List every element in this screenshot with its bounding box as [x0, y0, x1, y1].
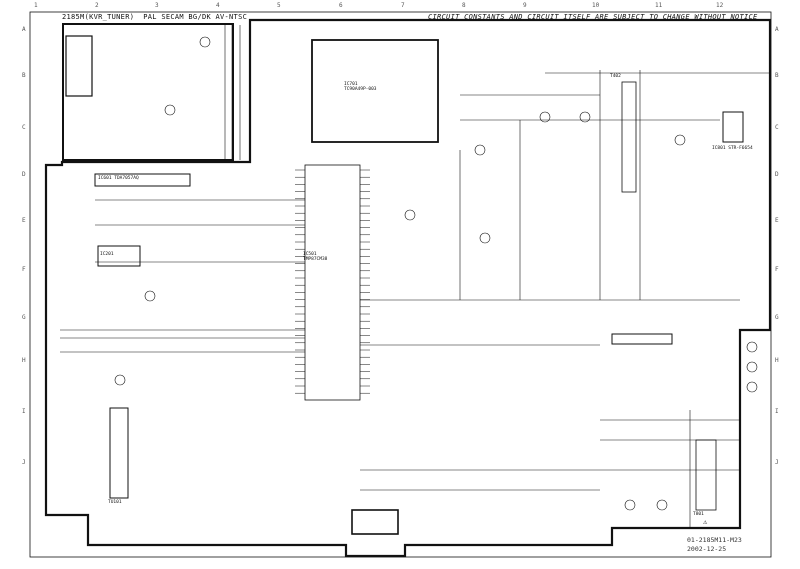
flyback-label: T402	[610, 74, 621, 79]
document-date: 2002-12-25	[687, 545, 727, 553]
grid-row-J-left: J	[22, 459, 26, 466]
grid-row-H-left: H	[22, 357, 26, 364]
grid-column-3: 3	[155, 2, 159, 9]
grid-column-7: 7	[401, 2, 405, 9]
grid-row-F-right: F	[775, 266, 779, 273]
grid-column-9: 9	[523, 2, 527, 9]
eeprom-box	[311, 39, 439, 143]
grid-row-C-right: C	[775, 124, 779, 131]
mcu-pins	[295, 169, 370, 394]
grid-row-F-left: F	[22, 266, 26, 273]
if-ic-label: IC201	[100, 252, 114, 257]
grid-row-G-right: G	[775, 314, 779, 321]
audio-ic-label: IC601 TDA7057AQ	[98, 176, 139, 181]
grid-row-H-right: H	[775, 357, 779, 364]
ground-loop	[44, 18, 772, 558]
document-id: 01-2185M11-M23	[687, 536, 742, 544]
grid-column-2: 2	[95, 2, 99, 9]
grid-row-A-right: A	[775, 26, 779, 33]
grid-row-E-right: E	[775, 217, 779, 224]
power-transformer-label: T801	[693, 512, 704, 517]
grid-row-G-left: G	[22, 314, 26, 321]
grid-column-8: 8	[462, 2, 466, 9]
grid-row-J-right: J	[775, 459, 779, 466]
grid-column-6: 6	[339, 2, 343, 9]
grid-column-12: 12	[716, 2, 724, 9]
mcu-body	[304, 164, 361, 401]
grid-row-I-right: I	[775, 408, 779, 415]
tuner-label: TU101	[108, 500, 122, 505]
grid-row-D-left: D	[22, 171, 26, 178]
grid-row-E-left: E	[22, 217, 26, 224]
grid-column-4: 4	[216, 2, 220, 9]
grid-row-I-left: I	[22, 408, 26, 415]
drawing-border	[29, 11, 772, 558]
grid-row-B-right: B	[775, 72, 779, 79]
grid-row-D-right: D	[775, 171, 779, 178]
grid-row-C-left: C	[22, 124, 26, 131]
grid-column-5: 5	[277, 2, 281, 9]
change-notice: CIRCUIT CONSTANTS AND CIRCUIT ITSELF ARE…	[428, 13, 758, 21]
grid-column-1: 1	[34, 2, 38, 9]
grid-row-B-left: B	[22, 72, 26, 79]
grid-column-10: 10	[592, 2, 600, 9]
grid-row-A-left: A	[22, 26, 26, 33]
tuner-box	[62, 23, 234, 161]
power-ic-label: IC801 STR-F6654	[712, 146, 753, 151]
warning-icon: ⚠	[703, 518, 708, 526]
grid-column-11: 11	[655, 2, 663, 9]
model-label: 2185M(KVR_TUNER) PAL SECAM BG/DK AV-NTSC	[62, 13, 248, 21]
